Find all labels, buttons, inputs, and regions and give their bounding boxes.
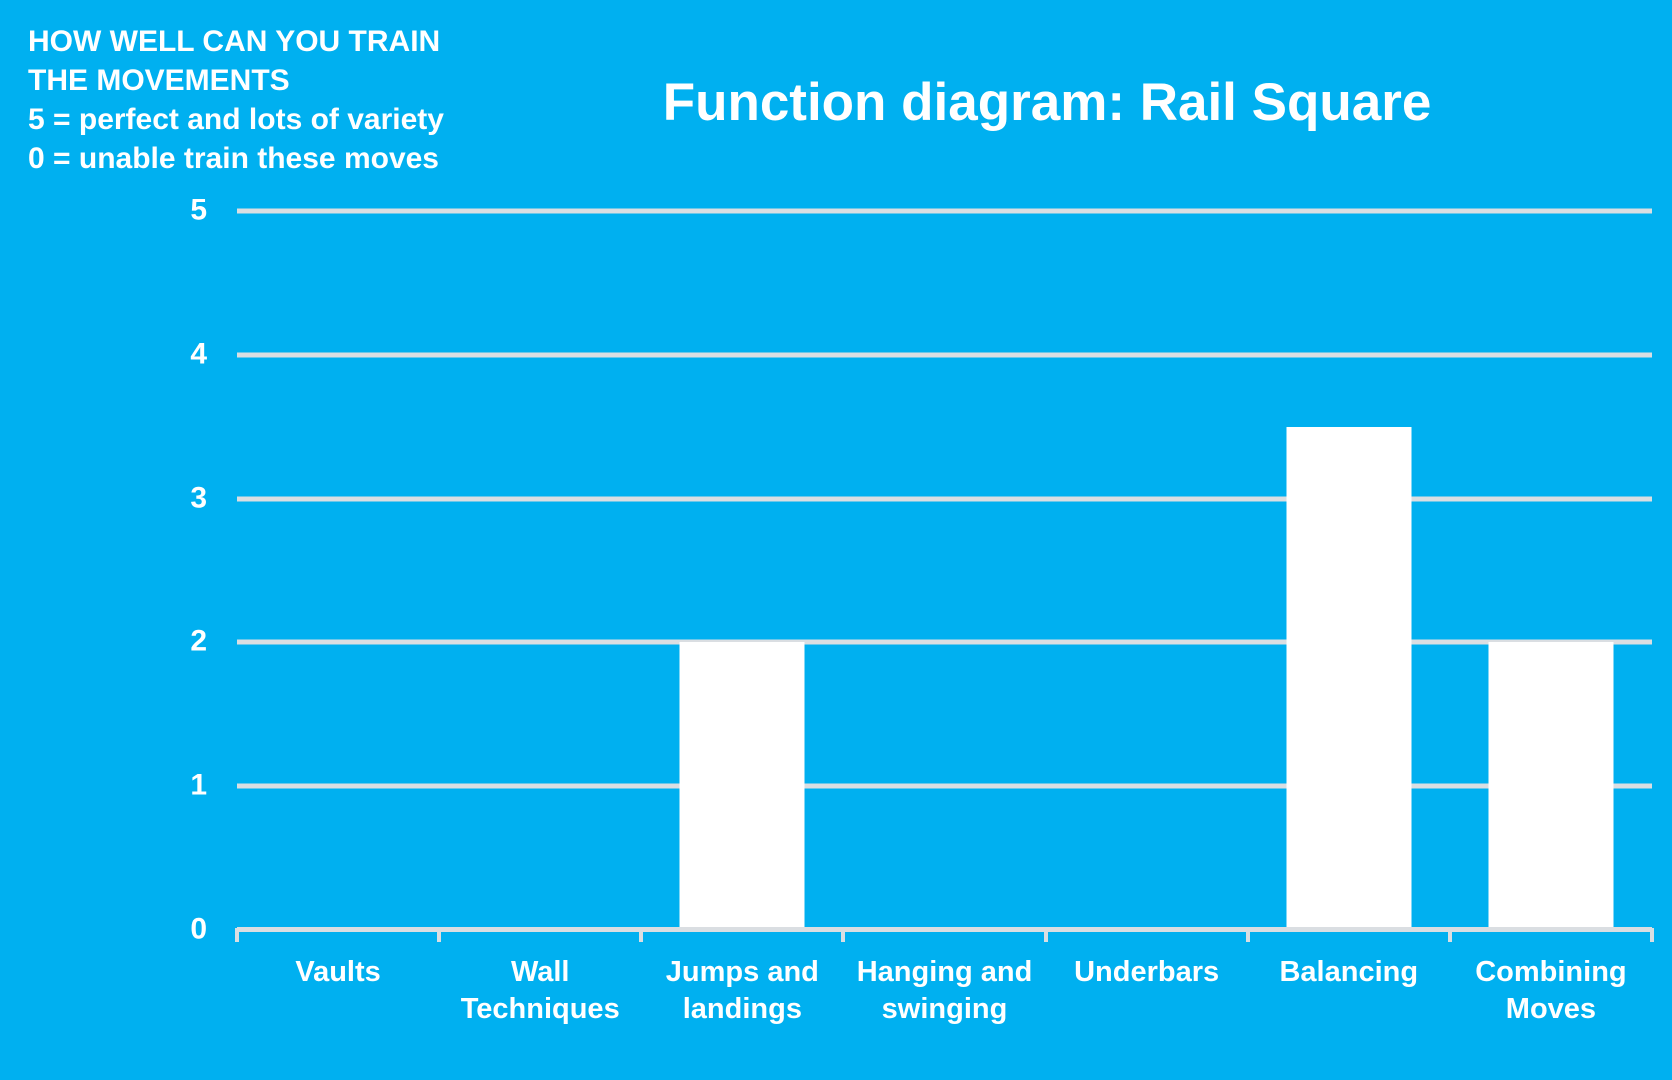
y-axis-label-3: 3 bbox=[190, 480, 207, 514]
gridline-4 bbox=[237, 352, 1652, 358]
y-axis-label-4: 4 bbox=[190, 337, 207, 371]
y-axis-label-0: 0 bbox=[190, 912, 207, 946]
y-axis-label-2: 2 bbox=[190, 624, 207, 658]
bar-combining-moves bbox=[1488, 642, 1614, 930]
x-axis-tick-5 bbox=[1245, 928, 1250, 942]
x-axis-label-wall-techniques: Wall Techniques bbox=[460, 956, 620, 1025]
x-axis-tick-7 bbox=[1650, 928, 1654, 942]
y-axis-label-1: 1 bbox=[190, 768, 207, 802]
note-line-3: 5 = perfect and lots of variety bbox=[28, 103, 444, 136]
x-axis-line bbox=[237, 927, 1652, 932]
bar-jumps-and-landings bbox=[679, 642, 805, 930]
x-axis-labels: Vaults Wall Techniques Jumps and landings H… bbox=[237, 954, 1652, 1028]
x-axis-tick-4 bbox=[1043, 928, 1048, 942]
gridline-5 bbox=[237, 208, 1652, 214]
x-axis-label-vaults: Vaults bbox=[295, 956, 381, 988]
rating-scale-note: HOW WELL CAN YOU TRAIN THE MOVEMENTS 5 =… bbox=[28, 22, 444, 178]
x-axis-tick-1 bbox=[437, 928, 442, 942]
gridline-1 bbox=[237, 783, 1652, 789]
x-axis-label-underbars: Underbars bbox=[1074, 956, 1220, 988]
x-axis-label-hanging-and-swinging: Hanging and swinging bbox=[856, 956, 1033, 1025]
note-line-1: HOW WELL CAN YOU TRAIN bbox=[28, 25, 441, 58]
x-axis-label-jumps-and-landings: Jumps and landings bbox=[665, 956, 819, 1025]
chart-title: Function diagram: Rail Square bbox=[662, 73, 1432, 132]
note-line-4: 0 = unable train these moves bbox=[28, 142, 439, 175]
x-axis-tick-3 bbox=[841, 928, 846, 942]
plot-area: 0 1 2 3 4 5 Vaults Wall Techniques Jumps and la… bbox=[190, 193, 1654, 1025]
gridline-3 bbox=[237, 496, 1652, 502]
x-axis-tick-6 bbox=[1447, 928, 1452, 942]
y-axis-label-5: 5 bbox=[190, 193, 207, 227]
x-axis-tick-0 bbox=[235, 928, 239, 942]
bar-balancing bbox=[1286, 426, 1412, 930]
x-axis-tick-2 bbox=[639, 928, 644, 942]
gridline-2 bbox=[237, 639, 1652, 645]
note-line-2: THE MOVEMENTS bbox=[28, 64, 290, 97]
x-axis-label-combining-moves: Combining Moves bbox=[1475, 956, 1627, 1025]
x-axis-label-balancing: Balancing bbox=[1279, 956, 1419, 988]
